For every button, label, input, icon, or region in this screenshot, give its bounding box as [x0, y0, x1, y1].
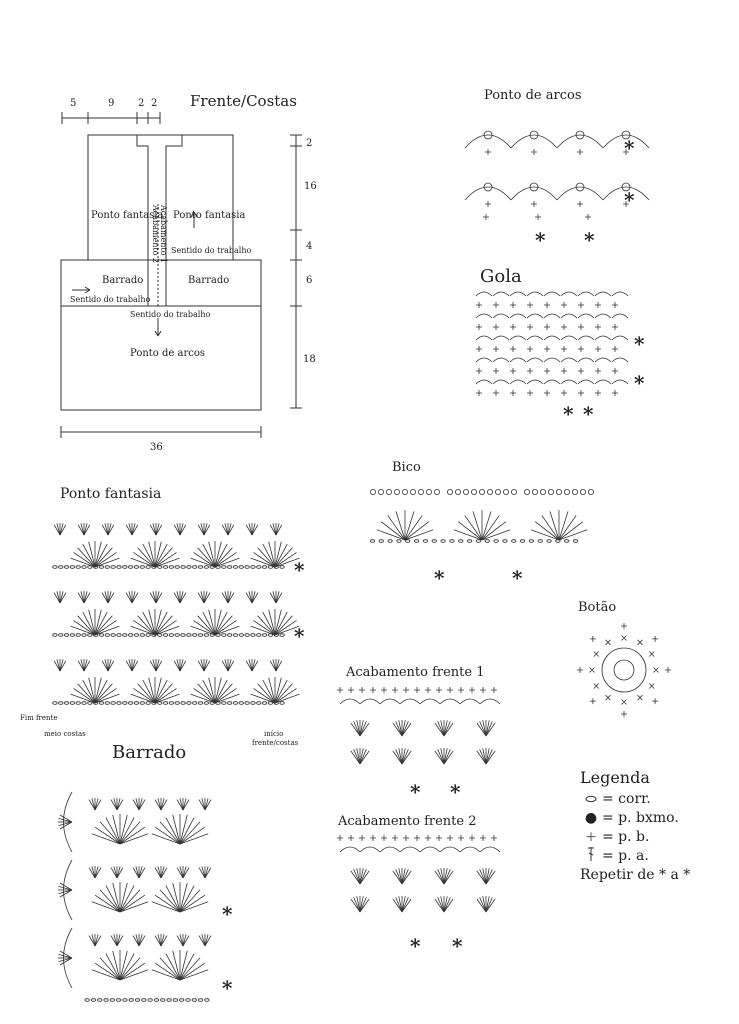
- repeat-mark-bico-2: *: [512, 566, 523, 590]
- label-sentido-left: Sentido do trabalho: [70, 295, 151, 304]
- legend-text-pa: = p. a.: [602, 847, 649, 864]
- repeat-mark-arcos-3: *: [535, 228, 546, 252]
- label-sentido-center: Sentido do trabalho: [130, 310, 211, 319]
- title-ponto-fantasia: Ponto fantasia: [60, 486, 162, 502]
- title-botao: Botão: [578, 600, 617, 615]
- label-barrado-left: Barrado: [102, 275, 144, 286]
- legend: Legenda = corr. ● = p. bxmo. + = p. b. =…: [580, 768, 690, 883]
- label-barrado-right: Barrado: [188, 275, 230, 286]
- chain-oval-icon: [580, 791, 602, 807]
- label-acabamento-2: Acabamento 2: [151, 205, 160, 264]
- repeat-mark-arcos-2: *: [624, 188, 635, 212]
- legend-item-corr: = corr.: [580, 789, 690, 808]
- dot-icon: ●: [584, 809, 598, 826]
- legend-text-corr: = corr.: [602, 790, 651, 807]
- title-gola: Gola: [480, 266, 522, 287]
- dim-bottom: 36: [150, 442, 163, 453]
- legend-text-bxmo: = p. bxmo.: [602, 809, 679, 826]
- note-frente-costas: frente/costas: [252, 739, 299, 747]
- dim-right-4: 6: [306, 275, 313, 286]
- title-acabamento-frente-2: Acabamento frente 2: [338, 814, 477, 829]
- dim-top-1: 5: [70, 98, 77, 109]
- repeat-mark-acab2-1: *: [410, 934, 421, 958]
- dim-top-4: 2: [151, 98, 158, 109]
- legend-item-bxmo: ● = p. bxmo.: [580, 808, 690, 827]
- repeat-mark-gola-4: *: [583, 402, 594, 426]
- title-barrado: Barrado: [112, 742, 187, 763]
- repeat-mark-barrado-1: *: [222, 902, 233, 926]
- repeat-mark-arcos-1: *: [624, 136, 635, 160]
- repeat-mark-acab1-1: *: [410, 780, 421, 804]
- repeat-mark-gola-2: *: [634, 371, 645, 395]
- label-ponto-fantasia-left: Ponto fantasia: [91, 210, 164, 221]
- note-inicio: início: [264, 730, 284, 738]
- double-crochet-icon: [580, 846, 602, 866]
- legend-item-pa: = p. a.: [580, 846, 690, 865]
- dim-right-2: 16: [304, 181, 317, 192]
- repeat-mark-gola-3: *: [563, 402, 574, 426]
- dim-right-3: 4: [306, 241, 313, 252]
- dim-right-1: 2: [306, 138, 313, 149]
- note-fim-frente: Fim frente: [20, 714, 58, 722]
- repeat-mark-gola-1: *: [634, 332, 645, 356]
- label-acabamento-1: Acabamento 1: [159, 205, 168, 264]
- repeat-mark-barrado-2: *: [222, 976, 233, 1000]
- title-bico: Bico: [392, 460, 421, 475]
- title-acabamento-frente-1: Acabamento frente 1: [346, 665, 485, 680]
- label-sentido-right: Sentido do trabalho: [171, 246, 252, 255]
- label-ponto-de-arcos: Ponto de arcos: [130, 348, 205, 359]
- cross-icon: +: [585, 828, 597, 845]
- repeat-mark-fantasia-2: *: [294, 624, 305, 648]
- repeat-mark-acab1-2: *: [450, 780, 461, 804]
- dim-top-2: 9: [108, 98, 115, 109]
- legend-item-pb: + = p. b.: [580, 827, 690, 846]
- schematic-title: Frente/Costas: [190, 92, 297, 110]
- dim-right-5: 18: [303, 354, 316, 365]
- legend-text-pb: = p. b.: [602, 828, 650, 845]
- legend-title: Legenda: [580, 768, 650, 787]
- note-meio-costas: meio costas: [44, 730, 86, 738]
- label-ponto-fantasia-right: Ponto fantasia: [173, 210, 246, 221]
- legend-repeat: Repetir de * a *: [580, 867, 691, 883]
- repeat-mark-bico-1: *: [434, 566, 445, 590]
- repeat-mark-arcos-4: *: [584, 228, 595, 252]
- title-ponto-de-arcos: Ponto de arcos: [484, 88, 582, 103]
- dim-top-3: 2: [138, 98, 145, 109]
- repeat-mark-acab2-2: *: [452, 934, 463, 958]
- repeat-mark-fantasia-1: *: [294, 558, 305, 582]
